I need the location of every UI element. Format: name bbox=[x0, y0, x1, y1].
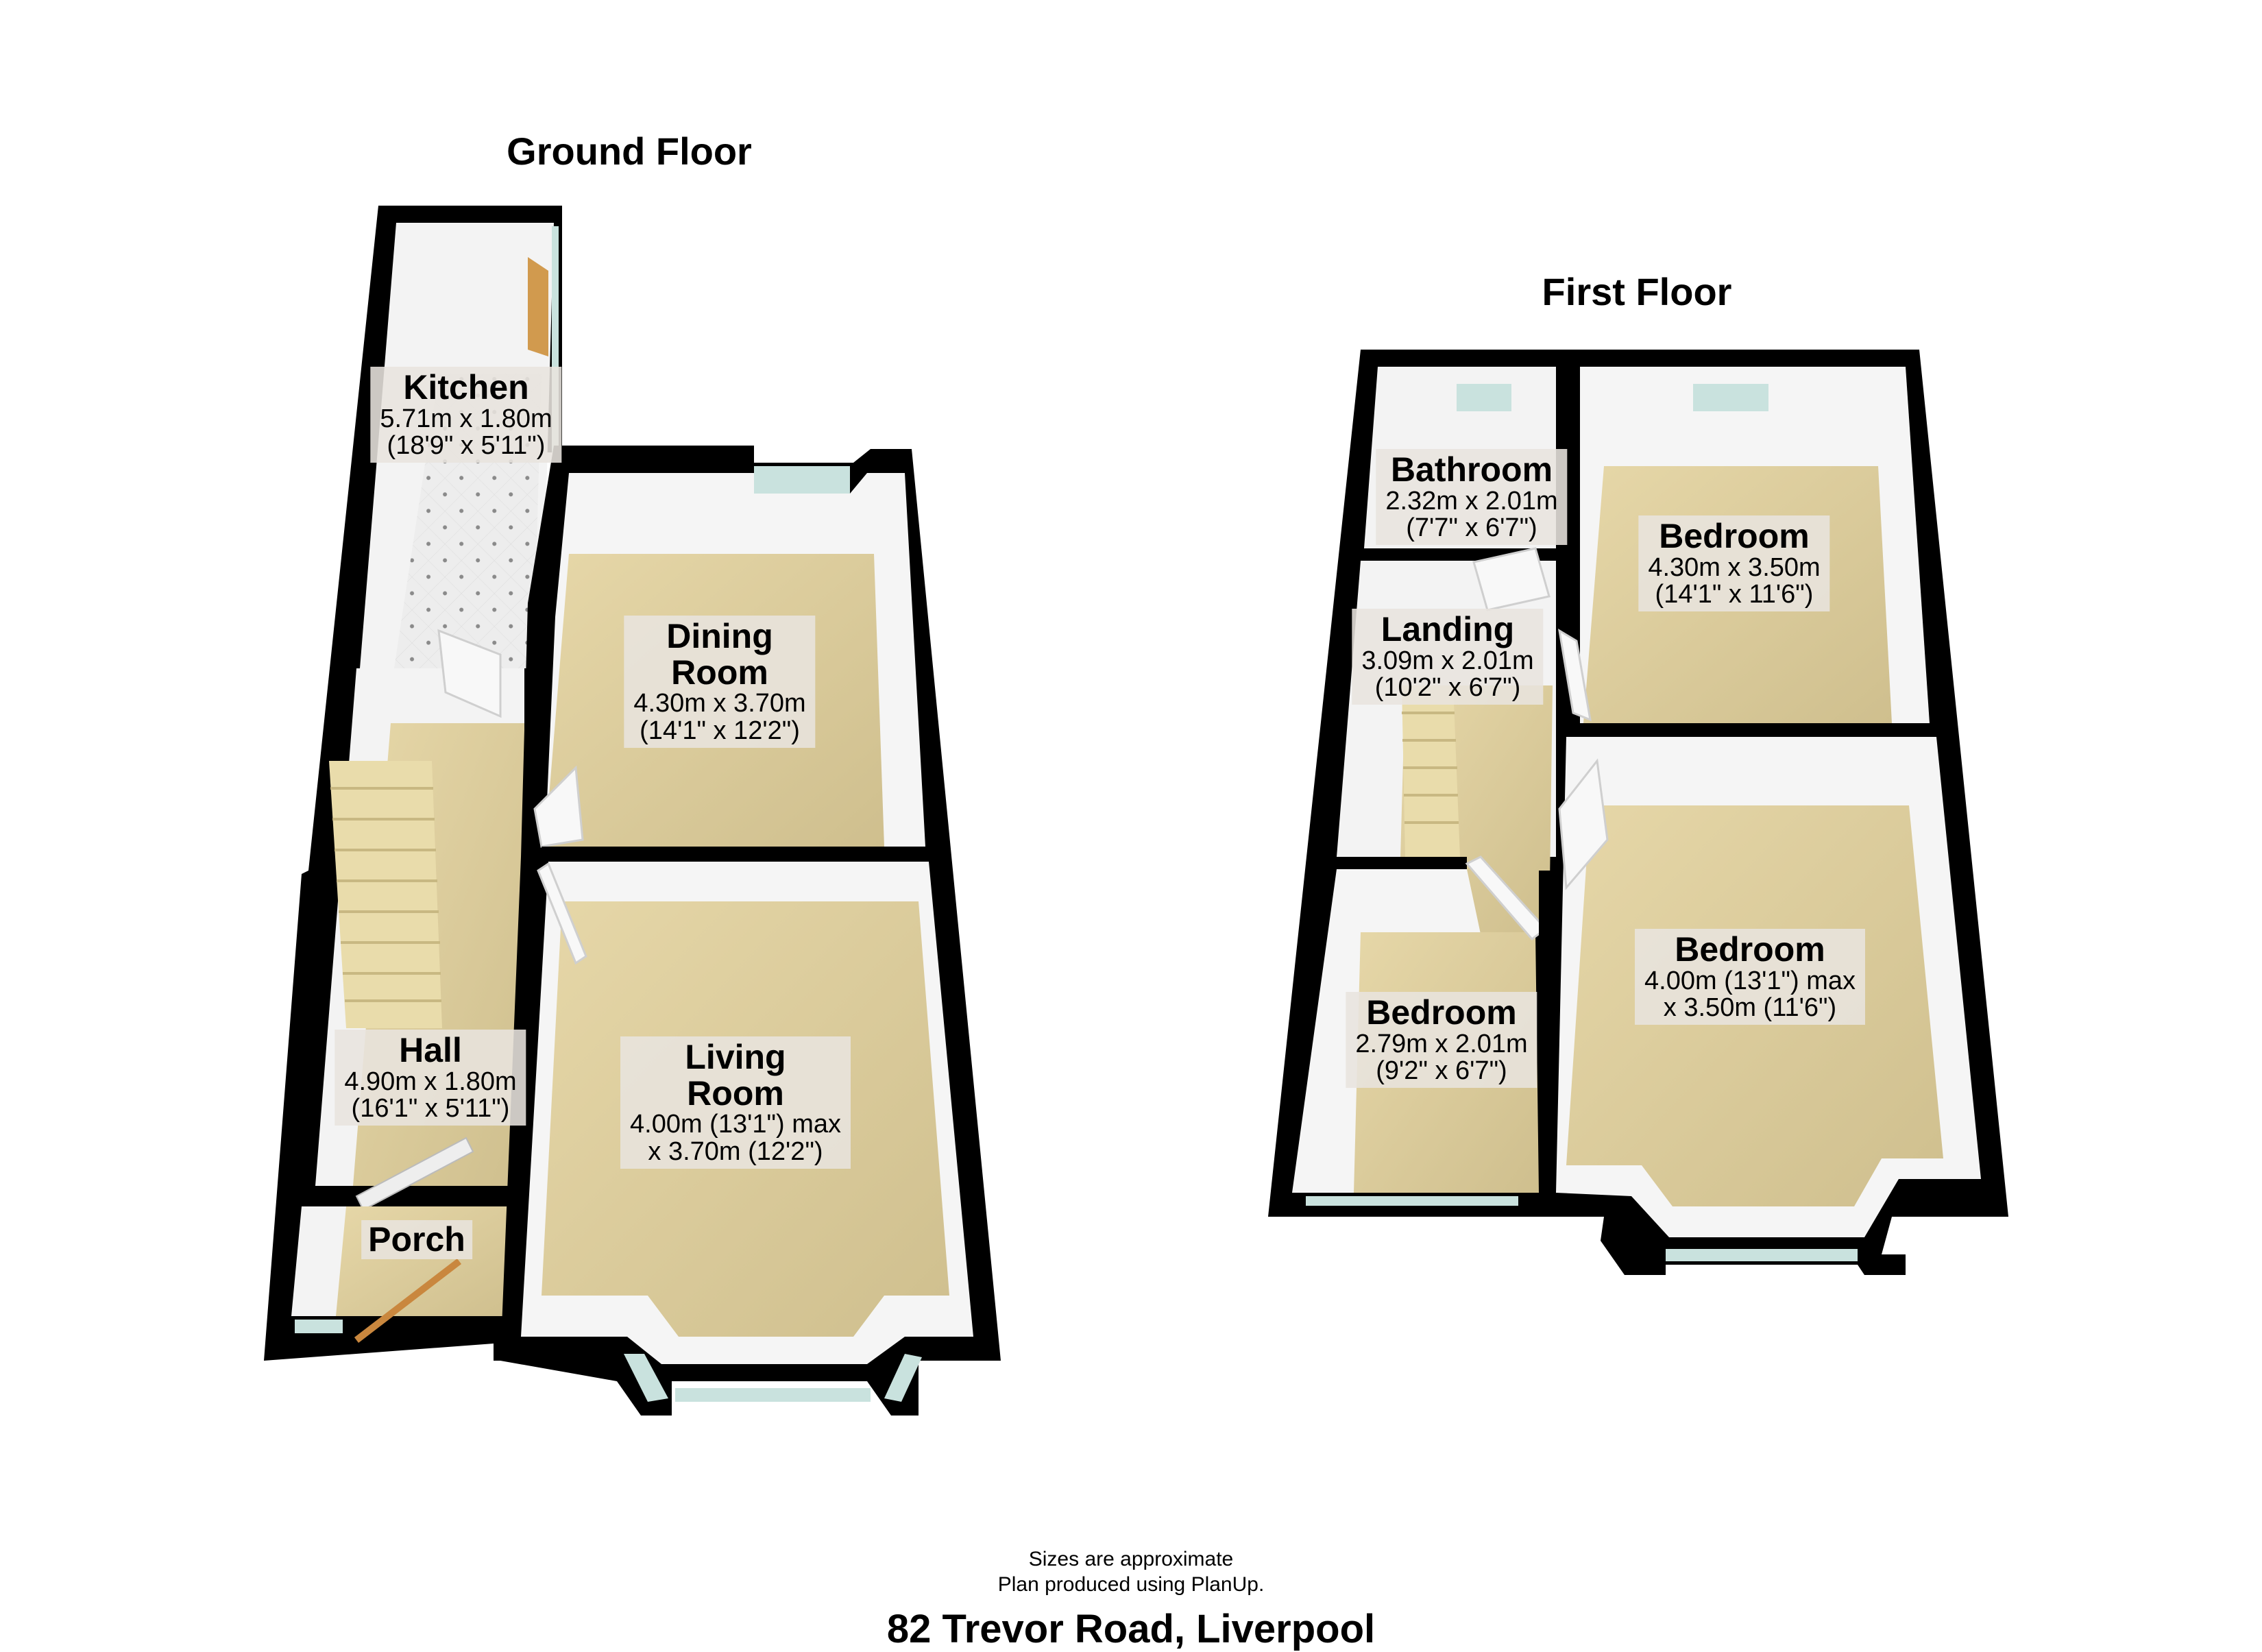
room-label-small-bedroom: Bedroom 2.79m x 2.01m (9'2" x 6'7") bbox=[1346, 992, 1537, 1089]
dining-room-door bbox=[533, 765, 584, 848]
first-floor-staircase bbox=[1402, 685, 1460, 857]
room-dim-metric: 4.30m x 3.50m bbox=[1648, 552, 1821, 582]
front-bedroom-left-wall bbox=[1539, 871, 1556, 1217]
small-bedroom-window bbox=[1306, 1196, 1518, 1206]
room-dim-imperial: (10'2" x 6'7") bbox=[1374, 673, 1521, 703]
disclaimer-line1: Sizes are approximate bbox=[1028, 1548, 1234, 1570]
room-dim-imperial: (18'9" x 5'11") bbox=[387, 431, 546, 461]
room-dim-metric: 3.09m x 2.01m bbox=[1361, 646, 1534, 675]
porch-front-door bbox=[354, 1259, 462, 1343]
room-dim-imperial: x 3.50m (11'6") bbox=[1663, 993, 1837, 1023]
room-name: Bedroom bbox=[1366, 993, 1517, 1032]
room-label-hall: Hall 4.90m x 1.80m (16'1" x 5'11") bbox=[335, 1030, 526, 1126]
room-name: Bedroom bbox=[1659, 517, 1810, 555]
living-room-door bbox=[537, 862, 587, 965]
room-label-landing: Landing 3.09m x 2.01m (10'2" x 6'7") bbox=[1352, 609, 1544, 705]
room-name: Porch bbox=[368, 1220, 465, 1259]
kitchen-side-window bbox=[552, 226, 559, 452]
room-dim-imperial: (14'1" x 11'6") bbox=[1655, 580, 1814, 609]
room-dim-imperial: (14'1" x 12'2") bbox=[640, 716, 800, 745]
room-dim-metric: 4.00m (13'1") max bbox=[1644, 966, 1856, 995]
room-dim-metric: 4.00m (13'1") max bbox=[630, 1110, 841, 1139]
ground-staircase bbox=[329, 761, 442, 1028]
porch-partition-left bbox=[302, 1189, 356, 1206]
back-bedroom-front-divider bbox=[1559, 723, 1943, 737]
room-label-dining-room: Dining Room 4.30m x 3.70m (14'1" x 12'2"… bbox=[624, 616, 816, 748]
room-label-porch: Porch bbox=[361, 1220, 472, 1259]
room-dim-imperial: (7'7" x 6'7") bbox=[1406, 513, 1537, 543]
small-bedroom-divider bbox=[1333, 857, 1467, 869]
disclaimer-line2: Plan produced using PlanUp. bbox=[997, 1573, 1265, 1596]
dining-living-divider bbox=[542, 847, 929, 862]
back-bedroom-door bbox=[1557, 629, 1592, 722]
first-floor-title: First Floor bbox=[1542, 270, 1732, 313]
porch-front-window bbox=[295, 1320, 343, 1333]
room-name-line1: Living bbox=[685, 1038, 786, 1076]
room-name: Landing bbox=[1381, 610, 1515, 648]
room-label-living-room: Living Room 4.00m (13'1") max x 3.70m (1… bbox=[620, 1036, 851, 1169]
room-dim-metric: 5.71m x 1.80m bbox=[380, 404, 552, 433]
room-name-line1: Dining bbox=[666, 617, 773, 655]
room-dim-imperial: (16'1" x 5'11") bbox=[351, 1094, 510, 1123]
living-room-bay-window bbox=[675, 1388, 871, 1402]
room-name-line2: Room bbox=[687, 1073, 784, 1113]
room-dim-metric: 4.30m x 3.70m bbox=[633, 689, 806, 718]
porch-inner-door bbox=[355, 1137, 474, 1211]
back-bedroom-window bbox=[1693, 384, 1768, 411]
living-room-bay-side-left bbox=[624, 1354, 668, 1402]
bathroom-door bbox=[1472, 547, 1550, 611]
front-bedroom-bay-window bbox=[1666, 1249, 1858, 1261]
room-label-kitchen: Kitchen 5.71m x 1.80m (18'9" x 5'11") bbox=[370, 367, 562, 463]
room-label-bathroom: Bathroom 2.32m x 2.01m (7'7" x 6'7") bbox=[1376, 449, 1568, 546]
room-name: Kitchen bbox=[403, 368, 529, 406]
room-name-line2: Room bbox=[671, 653, 768, 692]
room-dim-metric: 2.79m x 2.01m bbox=[1355, 1029, 1528, 1058]
property-address: 82 Trevor Road, Liverpool bbox=[886, 1607, 1376, 1651]
dining-room-window bbox=[754, 466, 850, 494]
front-bedroom-door bbox=[1558, 758, 1609, 890]
room-name: Bathroom bbox=[1390, 450, 1553, 489]
ground-floor-title: Ground Floor bbox=[507, 130, 752, 173]
room-dim-imperial: x 3.70m (12'2") bbox=[648, 1137, 823, 1166]
room-label-back-bedroom: Bedroom 4.30m x 3.50m (14'1" x 11'6") bbox=[1638, 515, 1830, 612]
kitchen-back-door bbox=[528, 257, 548, 356]
room-name: Bedroom bbox=[1675, 930, 1825, 969]
room-label-front-bedroom: Bedroom 4.00m (13'1") max x 3.50m (11'6"… bbox=[1635, 929, 1865, 1025]
room-dim-imperial: (9'2" x 6'7") bbox=[1376, 1056, 1507, 1086]
bathroom-window bbox=[1457, 384, 1511, 411]
kitchen-hall-door bbox=[437, 629, 502, 718]
room-name: Hall bbox=[399, 1031, 462, 1069]
living-room-bay-side-right bbox=[884, 1354, 922, 1402]
room-dim-metric: 2.32m x 2.01m bbox=[1385, 486, 1558, 515]
room-dim-metric: 4.90m x 1.80m bbox=[344, 1067, 517, 1096]
